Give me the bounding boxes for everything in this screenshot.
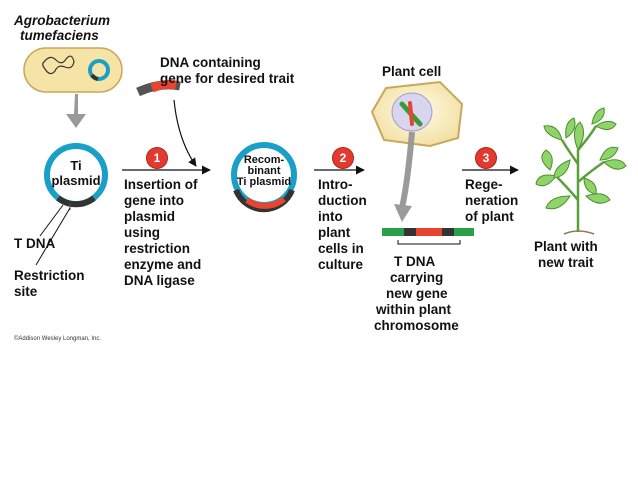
step-2-text-line2: duction (318, 193, 367, 208)
step-2-text-line1: Intro- (318, 177, 353, 192)
step-2-badge: 2 (333, 148, 353, 168)
restriction-site-pointer (35, 207, 71, 266)
step-2-text-line4: plant (318, 225, 351, 240)
step-1-text-line5: restriction (124, 241, 191, 256)
gray-arrow-agro-down (66, 94, 86, 128)
step-3-text-line2: neration (465, 193, 519, 208)
plant-chromosome (382, 228, 474, 245)
step-3-text-line3: of plant (465, 209, 514, 224)
restriction-site-label-line1: Restriction (14, 268, 85, 283)
restriction-site-label-line2: site (14, 284, 38, 299)
step-3-text-line1: Rege- (465, 177, 503, 192)
copyright-text: ©Addison Wesley Longman, Inc. (14, 336, 102, 342)
step-1-badge: 1 (147, 148, 167, 168)
ti-plasmid-ring (44, 143, 108, 210)
plant-cell-label: Plant cell (382, 64, 442, 79)
agrobacterium-label-line2: tumefaciens (20, 28, 99, 43)
recombinant-label-line3: Ti plasmid (236, 176, 292, 188)
dna-label-line1: DNA containing (160, 55, 261, 70)
recombinant-plasmid-ring (231, 142, 297, 213)
plant-trait-line2: new trait (538, 255, 594, 270)
t-dna-new-line3: new gene (386, 286, 448, 301)
t-dna-new-line4: within plant (376, 302, 451, 317)
agrobacterium-cell (23, 47, 123, 93)
dna-to-insertion-arrow (173, 99, 197, 167)
recombinant-label-line1: Recom- (243, 154, 285, 166)
step-1-text-line7: DNA ligase (124, 273, 195, 288)
dna-label-line2: gene for desired trait (160, 71, 295, 86)
t-dna-new-line1: T DNA (394, 254, 436, 269)
plant-trait-line1: Plant with (534, 239, 598, 254)
step-1-text-line4: using (124, 225, 160, 240)
gray-arrow-cell-down (394, 131, 415, 222)
t-dna-label: T DNA (14, 236, 56, 251)
t-dna-new-line2: carrying (390, 270, 444, 285)
step-2-text-line3: into (318, 209, 343, 224)
ti-plasmid-label-line1: Ti (70, 158, 82, 173)
step-1-text-line3: plasmid (124, 209, 176, 224)
recombinant-label-line2: binant (247, 165, 281, 177)
dna-fragment (136, 79, 181, 97)
ti-plasmid-label-line2: plasmid (51, 173, 101, 188)
step-1-text-line6: enzyme and (124, 257, 202, 272)
agrobacterium-label-line1: Agrobacterium (14, 13, 111, 28)
plant-cell (370, 80, 464, 148)
step-2-text-line6: culture (318, 257, 364, 272)
t-dna-new-line5: chromosome (374, 318, 459, 333)
plant-illustration (535, 107, 627, 235)
step-2-text-line5: cells in (318, 241, 364, 256)
step-1-text-line2: gene into (124, 193, 184, 208)
step-1-text-line1: Insertion of (124, 177, 198, 192)
t-dna-pointer (39, 204, 64, 237)
step-3-badge: 3 (476, 148, 496, 168)
